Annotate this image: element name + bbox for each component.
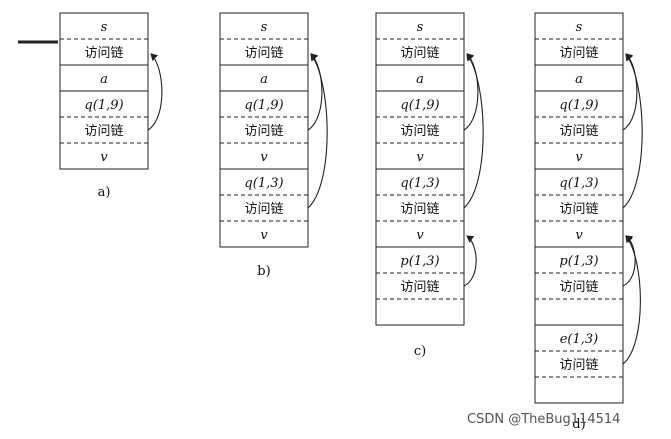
subfigure-caption: c) bbox=[414, 344, 426, 359]
cell-label: q(1,3) bbox=[559, 176, 598, 191]
access-link-arrow bbox=[307, 53, 323, 131]
access-link-arrow bbox=[622, 53, 643, 209]
access-link-arrow bbox=[463, 53, 479, 131]
cell-label: s bbox=[417, 20, 424, 35]
access-link-arrow bbox=[463, 235, 477, 287]
cell-label: 访问链 bbox=[84, 46, 123, 61]
cell-label: a bbox=[575, 72, 583, 87]
cell-label: q(1,9) bbox=[400, 98, 439, 113]
cell-label: 访问链 bbox=[244, 124, 283, 139]
activation-stack-c: s 访问链 a q(1,9) 访问链 v q(1,3) 访问链 v p(1,3) 访问链 c) bbox=[375, 12, 484, 359]
access-link-arrow bbox=[622, 53, 638, 131]
cell-label: 访问链 bbox=[400, 202, 439, 217]
subfigure-caption: b) bbox=[257, 264, 270, 279]
cell-label: 访问链 bbox=[559, 202, 598, 217]
cell-label: 访问链 bbox=[559, 124, 598, 139]
access-link-arrow bbox=[307, 53, 328, 209]
cell-label: p(1,3) bbox=[559, 254, 598, 269]
cell-label: q(1,3) bbox=[244, 176, 283, 191]
cell-label: q(1,9) bbox=[559, 98, 598, 113]
cell-label: s bbox=[261, 20, 268, 35]
cell-label: e(1,3) bbox=[560, 332, 599, 347]
cell-label: 访问链 bbox=[400, 124, 439, 139]
cell-label: 访问链 bbox=[559, 358, 598, 373]
cell-label: a bbox=[100, 72, 108, 87]
cell-label: q(1,3) bbox=[400, 176, 439, 191]
cell-label: p(1,3) bbox=[400, 254, 439, 269]
cell-label: a bbox=[416, 72, 424, 87]
cell-label: s bbox=[576, 20, 583, 35]
cell-label: v bbox=[575, 150, 583, 165]
cell-label: 访问链 bbox=[244, 202, 283, 217]
cell-label: 访问链 bbox=[400, 46, 439, 61]
cell-label: q(1,9) bbox=[244, 98, 283, 113]
cell-label: 访问链 bbox=[559, 46, 598, 61]
cell-label: 访问链 bbox=[559, 280, 598, 295]
cell-label: 访问链 bbox=[400, 280, 439, 295]
access-link-arrow bbox=[463, 53, 484, 209]
access-link-arrow bbox=[622, 235, 636, 287]
cell-label: v bbox=[260, 150, 268, 165]
cell-label: v bbox=[416, 150, 424, 165]
cell-label: s bbox=[101, 20, 108, 35]
subfigure-caption: a) bbox=[98, 185, 111, 200]
cell-label: q(1,9) bbox=[84, 98, 123, 113]
cell-label: v bbox=[575, 228, 583, 243]
cell-label: v bbox=[416, 228, 424, 243]
access-link-arrow bbox=[147, 53, 163, 131]
subfigure-caption: d) bbox=[572, 417, 585, 432]
cell-label: 访问链 bbox=[84, 124, 123, 139]
access-link-arrow bbox=[622, 235, 641, 365]
cell-label: 访问链 bbox=[244, 46, 283, 61]
activation-stack-b: s 访问链 a q(1,9) 访问链 v q(1,3) 访问链 v b) bbox=[219, 12, 328, 279]
activation-stack-d: s 访问链 a q(1,9) 访问链 v q(1,3) 访问链 v p(1,3) 访问链 e(1,3)… bbox=[534, 12, 643, 432]
cell-label: v bbox=[100, 150, 108, 165]
activation-stack-a: s 访问链 a q(1,9) 访问链 v a) bbox=[59, 12, 163, 200]
cell-label: v bbox=[260, 228, 268, 243]
cell-label: a bbox=[260, 72, 268, 87]
watermark-text: CSDN @TheBug114514 bbox=[467, 412, 620, 427]
